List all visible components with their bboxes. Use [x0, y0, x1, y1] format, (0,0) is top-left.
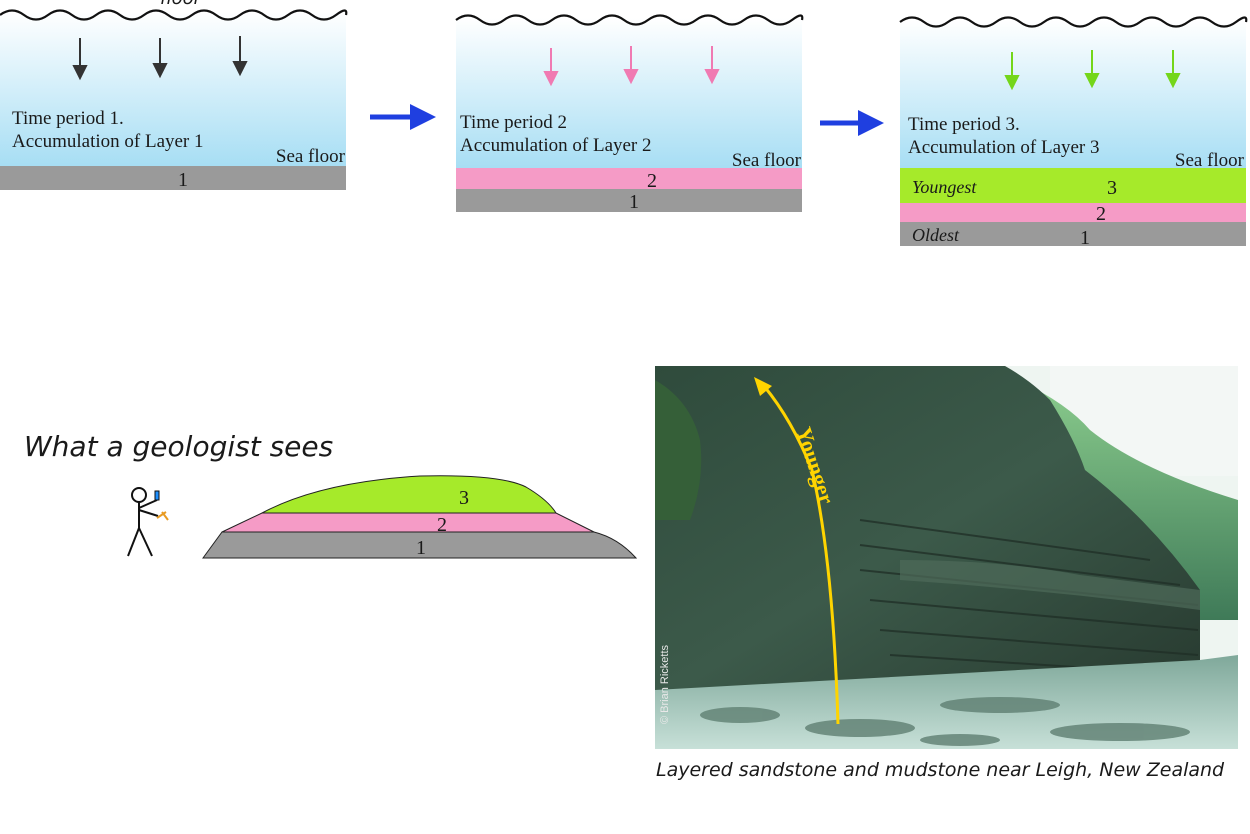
- geologist-title: What a geologist sees: [24, 430, 333, 463]
- water-1: [0, 12, 346, 166]
- layer-1-label: 1: [178, 169, 188, 191]
- sea-floor-label-1: Sea floor: [276, 146, 346, 167]
- layer-2: [900, 203, 1246, 222]
- water-3: [900, 20, 1246, 168]
- wave-2: [455, 14, 804, 26]
- layer-2-label: 2: [1096, 203, 1106, 225]
- layer-1-label: 1: [1080, 227, 1090, 249]
- settling-arrows-1: [72, 36, 248, 81]
- younger-arrow: [762, 385, 840, 725]
- outcrop-layer-1-label: 1: [416, 537, 426, 559]
- panel-time-period-1: floor Time period 1. Accumulation of Lay…: [0, 0, 348, 191]
- caption-2-line1: Time period 2: [460, 112, 567, 133]
- caption-2-line2: Accumulation of Layer 2: [460, 135, 652, 156]
- younger-arrowhead: [754, 377, 772, 396]
- layer-3-label: 3: [1107, 177, 1117, 199]
- oldest-label: Oldest: [912, 225, 960, 245]
- cliff-photo: Younger © Brian Ricketts: [655, 366, 1238, 749]
- sea-floor-label-2: Sea floor: [732, 150, 802, 171]
- panel-time-period-2: Time period 2 Accumulation of Layer 2 Se…: [455, 14, 804, 213]
- sea-floor-label-3: Sea floor: [1175, 150, 1245, 171]
- layer-3: [900, 168, 1246, 203]
- caption-3-line2: Accumulation of Layer 3: [908, 137, 1100, 158]
- outcrop-cross-section: 3 2 1: [202, 475, 638, 559]
- geologist-figure-icon: [127, 487, 169, 557]
- caption-1-line2: Accumulation of Layer 1: [12, 131, 204, 152]
- photo-caption: Layered sandstone and mudstone near Leig…: [656, 759, 1225, 781]
- sequence-arrow-1: [370, 104, 436, 130]
- outcrop-layer-2: [221, 512, 595, 533]
- layer-1: [456, 189, 802, 212]
- caption-3-line1: Time period 3.: [908, 114, 1020, 135]
- caption-1-line1: Time period 1.: [12, 108, 124, 129]
- youngest-label: Youngest: [912, 177, 977, 197]
- settling-arrows-2: [543, 46, 720, 87]
- outcrop-layer-3-label: 3: [459, 487, 469, 509]
- wave-3: [899, 16, 1248, 28]
- layer-1: [0, 166, 346, 190]
- layer-2: [456, 168, 802, 189]
- outcrop-layer-2-label: 2: [437, 514, 447, 536]
- panel-time-period-3: Time period 3. Accumulation of Layer 3 S…: [899, 16, 1248, 249]
- layer-1: [900, 222, 1246, 246]
- outcrop-layer-3: [261, 475, 557, 514]
- photo-credit: © Brian Ricketts: [659, 644, 671, 724]
- wave-1: [0, 9, 348, 21]
- layer-1-label: 1: [629, 191, 639, 213]
- sequence-arrow-2: [820, 110, 884, 136]
- layer-2-label: 2: [647, 170, 657, 192]
- partial-top-text: floor: [160, 0, 203, 9]
- settling-arrows-3: [1004, 50, 1181, 91]
- water-2: [456, 18, 802, 168]
